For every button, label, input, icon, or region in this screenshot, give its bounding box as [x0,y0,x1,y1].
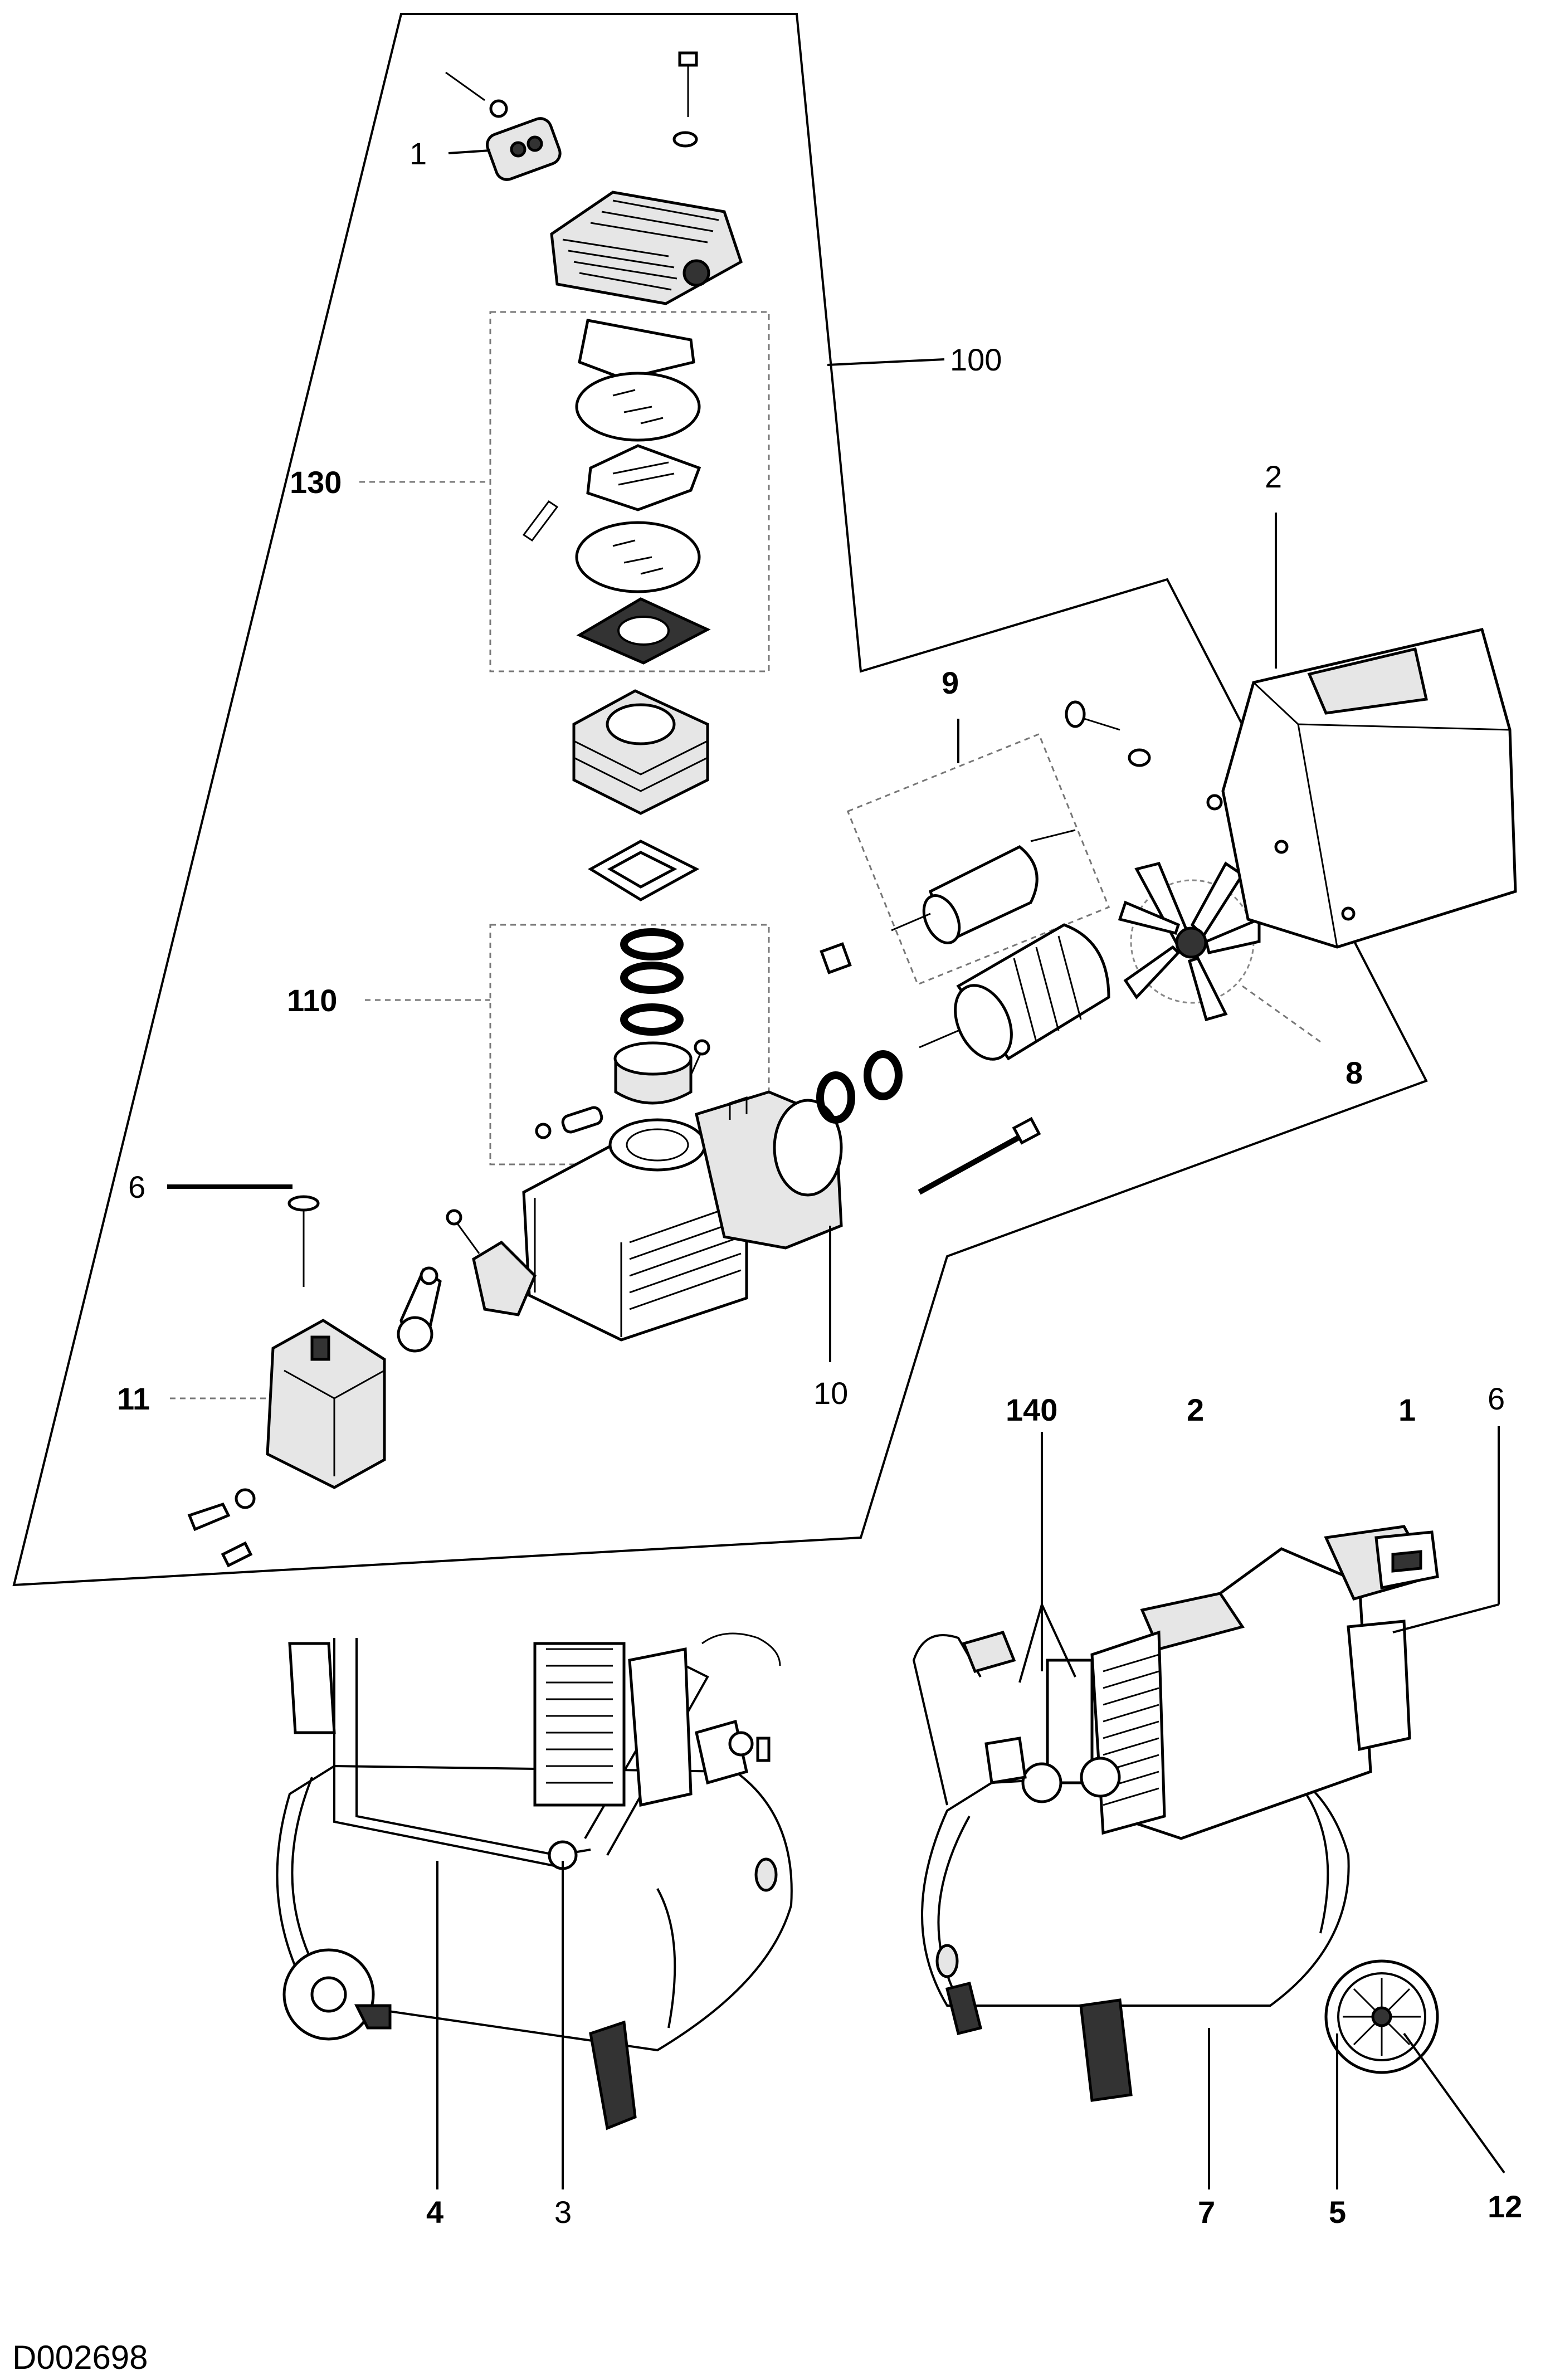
callout-labels: 1 100 130 2 9 110 8 6 10 11 140 2 1 6 4 … [117,136,1522,2230]
leader-lines [167,149,1505,2189]
part-bearings [816,1050,903,1124]
callout-6-left: 6 [128,1169,145,1204]
compressor-rear-view [276,1632,793,2130]
callout-110: 110 [287,983,337,1018]
part-crankcase-cover [187,1195,386,1568]
part-valve-plate-assembly [489,311,770,672]
part-air-filter [445,71,562,181]
part-motor-shroud [1065,628,1517,949]
part-crankcase [522,1090,843,1342]
callout-3: 3 [554,2194,572,2230]
part-motor-stator [820,923,1110,1061]
part-connecting-rod [397,1209,537,1353]
part-cylinder [572,689,709,901]
callout-2-top: 2 [1265,459,1282,494]
callout-8: 8 [1346,1055,1363,1090]
part-through-bolt [918,1116,1041,1195]
callout-6-right: 6 [1488,1381,1505,1416]
callout-4: 4 [426,2194,443,2230]
callout-140: 140 [1006,1392,1057,1427]
part-motor-rotor [846,733,1110,986]
callout-130: 130 [290,465,342,500]
part-cooling-fan [1118,861,1261,1022]
callout-2-right: 2 [1187,1392,1204,1427]
callout-12: 12 [1488,2189,1522,2224]
pump-assembly-outline [12,13,1428,1587]
callout-1-top: 1 [410,136,427,171]
compressor-front-view [912,1525,1439,2102]
callout-10: 10 [813,1376,848,1411]
callout-100: 100 [950,342,1002,377]
callout-7: 7 [1198,2194,1215,2230]
callout-1-right: 1 [1398,1392,1416,1427]
callout-5: 5 [1329,2194,1346,2230]
part-cylinder-head [550,51,743,305]
callout-11: 11 [117,1381,150,1416]
callout-9: 9 [942,665,959,700]
drawing-code: D002698 [12,2339,148,2376]
